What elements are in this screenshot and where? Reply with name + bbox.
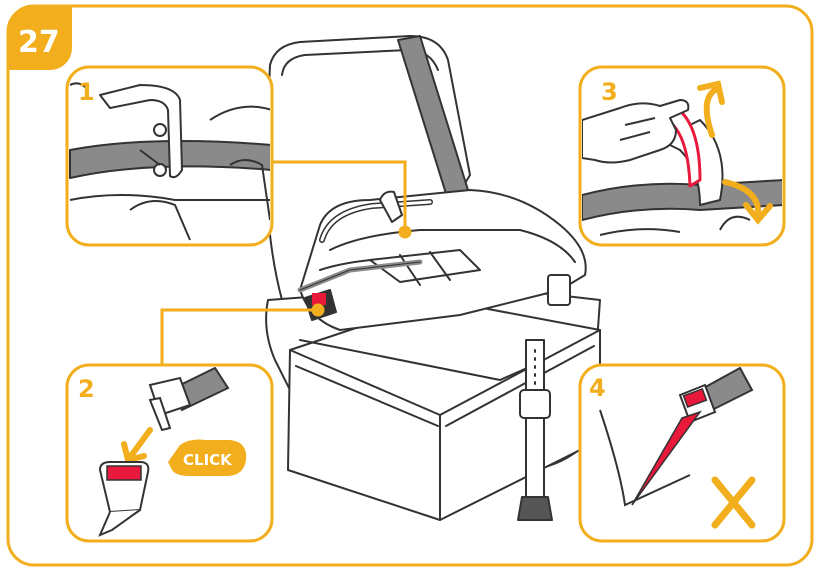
step-panel-3: 3	[580, 67, 784, 245]
step-panel-2: CLICK 2	[67, 365, 272, 541]
step-number-1: 1	[78, 78, 95, 106]
step-number-2: 2	[78, 375, 95, 403]
step-panel-4: 4	[580, 365, 784, 541]
step-number-4: 4	[589, 374, 606, 402]
step-panel-1: 1	[67, 67, 272, 245]
step-number-3: 3	[601, 78, 618, 106]
click-label: CLICK	[183, 451, 233, 469]
figure-number-badge: 27	[8, 6, 72, 70]
figure-number: 27	[18, 25, 60, 60]
